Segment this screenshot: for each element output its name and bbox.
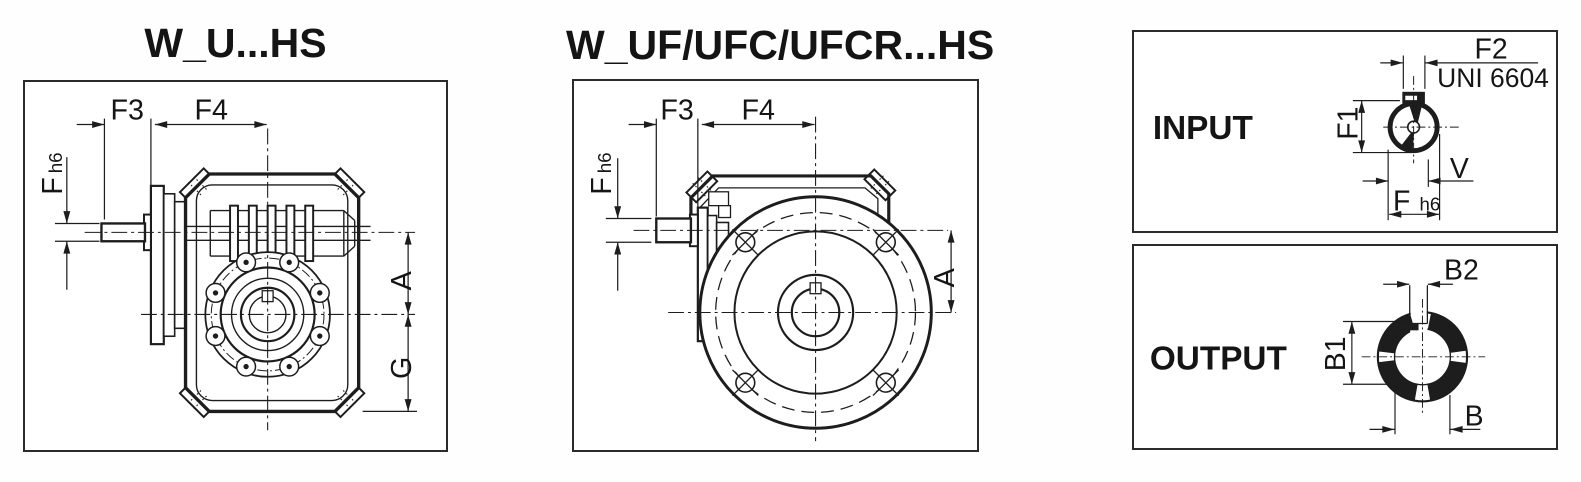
centerlines — [1361, 298, 1486, 416]
dim-f2 — [1380, 55, 1539, 89]
dim-f-h6 — [1389, 133, 1441, 221]
key-step — [1409, 323, 1419, 331]
dimensions — [1343, 280, 1481, 435]
label-f-h6-sub: h6 — [1420, 193, 1441, 214]
label-f2: F2 — [1474, 33, 1507, 65]
dim-b — [1369, 383, 1481, 435]
label-f-h6: F — [1393, 185, 1410, 217]
dimensions — [1352, 55, 1539, 221]
centerlines — [633, 116, 957, 442]
panel-title-w-u: W_U...HS — [144, 20, 327, 66]
dim-v — [1362, 149, 1474, 221]
label-a: A — [386, 270, 418, 290]
input-label: INPUT — [1153, 110, 1253, 147]
output-shaft-drawing: OUTPUT — [1150, 254, 1486, 435]
panel-w-uf: F3 F4 Fh6 A — [572, 79, 979, 452]
label-uni-6604: UNI 6604 — [1437, 63, 1549, 93]
panel-title-w-uf: W_UF/UFC/UFCR...HS — [566, 22, 995, 68]
panel-output: OUTPUT — [1132, 244, 1558, 450]
w-uf-drawing: F3 F4 Fh6 A — [586, 95, 961, 442]
dim-a-g — [362, 232, 418, 413]
label-b2: B2 — [1444, 254, 1479, 286]
label-v: V — [1450, 153, 1469, 185]
label-f3: F3 — [110, 95, 143, 127]
centerlines — [1383, 76, 1462, 164]
dim-f1 — [1352, 100, 1413, 154]
dim-f-h6 — [605, 158, 652, 291]
label-f-h6: Fh6 — [37, 152, 69, 194]
panel-input: INPUT — [1132, 30, 1558, 233]
label-f4: F4 — [741, 95, 775, 127]
input-shaft — [100, 184, 187, 346]
w-u-drawing: F3 F4 Fh6 A G — [37, 95, 418, 431]
label-f3: F3 — [660, 95, 693, 127]
dim-f3-f4 — [628, 118, 815, 217]
flange-bolts — [205, 252, 330, 377]
dim-f3-f4 — [76, 118, 267, 220]
panel-w-u: F3 F4 Fh6 A G — [23, 80, 448, 452]
dim-b1 — [1343, 320, 1414, 385]
label-g: G — [386, 357, 418, 379]
dimensions — [54, 118, 418, 413]
flange-holes — [732, 228, 900, 397]
label-b1: B1 — [1320, 336, 1352, 371]
dim-f-h6 — [54, 157, 100, 290]
label-f4: F4 — [195, 95, 229, 127]
output-label: OUTPUT — [1150, 341, 1287, 378]
dimensions — [605, 118, 955, 313]
input-shaft-drawing: INPUT — [1153, 33, 1549, 221]
centerlines — [84, 128, 416, 431]
label-f1: F1 — [1333, 107, 1365, 140]
label-f-h6: Fh6 — [586, 152, 618, 194]
gearbox-housing — [685, 168, 897, 243]
label-a: A — [929, 267, 961, 287]
label-b: B — [1465, 400, 1484, 432]
